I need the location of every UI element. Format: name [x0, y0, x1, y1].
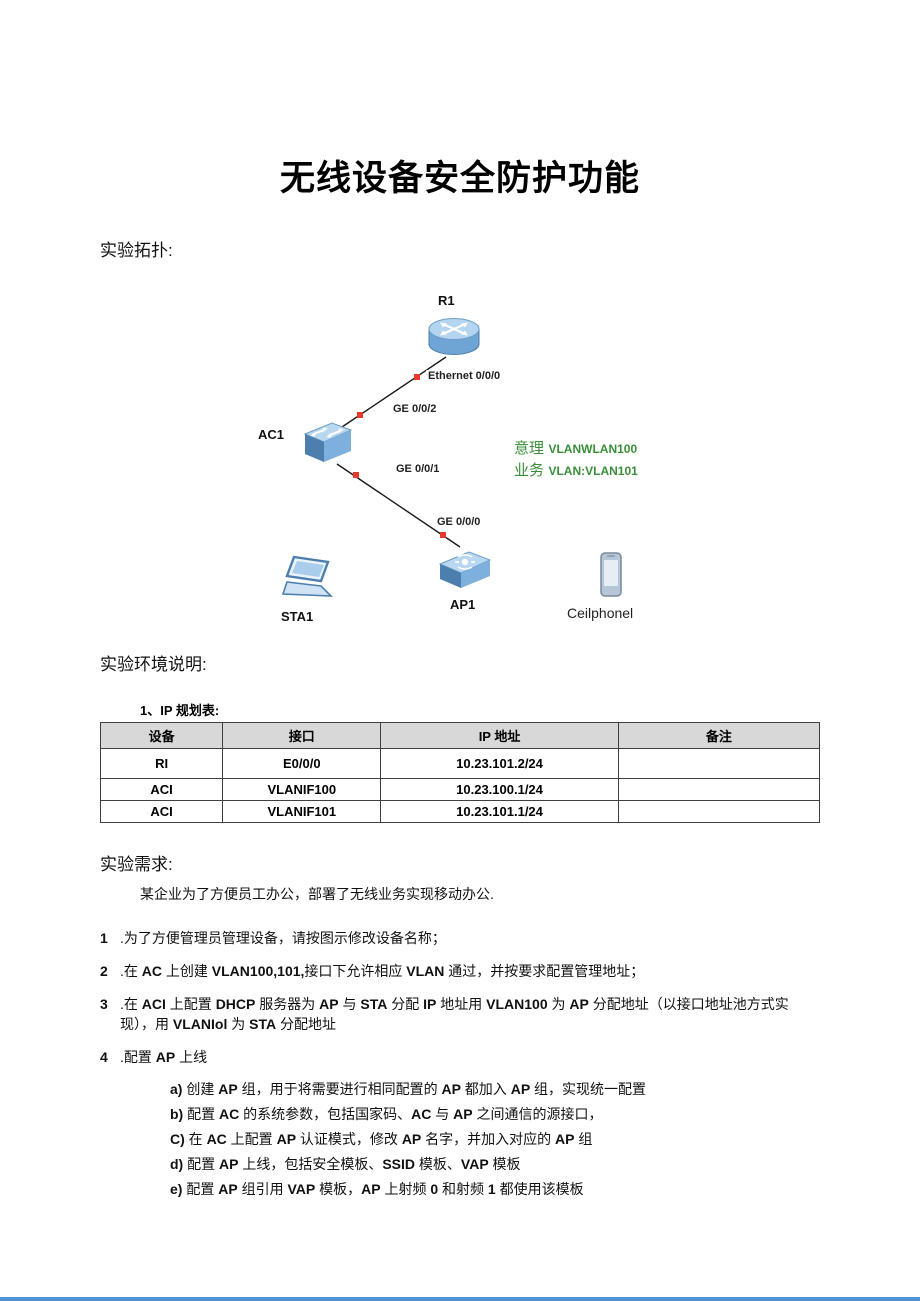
cell-device: RI	[99, 748, 224, 779]
vlan-note-line1-en: VLANWLAN100	[548, 442, 638, 456]
link-endpoint-dot	[440, 532, 446, 538]
ap-icon	[438, 551, 492, 588]
vlan-note-line2-cn: 业务	[514, 462, 545, 479]
device-label-ap1: AP1	[450, 597, 476, 612]
sta-node	[280, 555, 336, 608]
switch-icon	[303, 422, 353, 462]
requirement-sublist: a) 创建 AP 组，用于将需要进行相同配置的 AP 都加入 AP 组，实现统一…	[170, 1080, 845, 1199]
sta1-label-text: STA1	[281, 609, 314, 624]
requirement-subitem-b: b) 配置 AC 的系统参数，包括国家码、AC 与 AP 之间通信的源接口，	[170, 1106, 603, 1122]
requirement-subitem-c: C) 在 AC 上配置 AP 认证模式，修改 AP 名字，并加入对应的 AP 组	[170, 1131, 593, 1147]
requirements-intro: 某企业为了方便员工办公，部署了无线业务实现移动办公.	[140, 886, 494, 902]
cell-interface: VLANIF101	[222, 800, 382, 823]
port-label-ge-0-0-2: GE 0/0/2	[391, 403, 439, 415]
router-node	[425, 313, 483, 366]
requirement-subitem-d: d) 配置 AP 上线，包括安全模板、SSID 模板、VAP 模板	[170, 1156, 521, 1172]
requirement-text: .配置 AP 上线	[120, 1049, 208, 1065]
table-header-row: 设备 接口 IP 地址 备注	[99, 722, 821, 749]
environment-section-label: 实验环境说明:	[100, 655, 207, 674]
vlan-note-line1-cn: 意理	[514, 440, 545, 457]
ip-plan-table: 设备 接口 IP 地址 备注 RI E0/0/0 10.23.101.2/24 …	[99, 722, 821, 823]
vlan-note-line2: 业务 VLAN:VLAN101	[514, 460, 638, 482]
cell-ip: 10.23.101.1/24	[380, 800, 619, 823]
phone-node	[595, 551, 627, 604]
column-header-ip: IP 地址	[380, 722, 619, 749]
requirement-item-2: 2 .在 AC 上创建 VLAN100,101,接口下允许相应 VLAN 通过，…	[100, 961, 845, 981]
cell-device: ACI	[99, 778, 224, 801]
requirements-block: 某企业为了方便员工办公，部署了无线业务实现移动办公. 1 .为了方便管理员管理设…	[100, 884, 845, 1205]
device-label-sta1: STA1	[281, 609, 313, 624]
cell-remark	[617, 748, 821, 779]
requirement-number: 4	[100, 1049, 108, 1065]
requirement-number: 3	[100, 996, 108, 1012]
cell-ip: 10.23.100.1/24	[380, 778, 619, 801]
device-label-r1: R1	[438, 293, 455, 308]
port-label-ge-0-0-0: GE 0/0/0	[435, 516, 483, 528]
requirement-text: .在 ACI 上配置 DHCP 服务器为 AP 与 STA 分配 IP 地址用 …	[120, 996, 789, 1032]
column-header-device: 设备	[99, 722, 224, 749]
ap-node	[437, 541, 493, 600]
requirement-item-3: 3 .在 ACI 上配置 DHCP 服务器为 AP 与 STA 分配 IP 地址…	[100, 994, 845, 1034]
vlan-note: 意理 VLANWLAN100 业务 VLAN:VLAN101	[514, 438, 638, 482]
laptop-icon	[281, 555, 334, 597]
table-row: ACI VLANIF100 10.23.100.1/24	[99, 778, 821, 801]
vlan-note-line1: 意理 VLANWLAN100	[514, 438, 638, 460]
router-icon	[428, 318, 480, 355]
switch-node	[302, 417, 354, 472]
network-topology-diagram: R1 Ethernet 0/0/0 GE 0/0/2 AC1	[80, 285, 840, 645]
cell-interface: E0/0/0	[222, 748, 382, 779]
requirement-number: 1	[100, 930, 108, 946]
topology-section-label: 实验拓扑:	[100, 241, 173, 260]
link-endpoint-dot	[353, 472, 359, 478]
table-row: ACI VLANIF101 10.23.101.1/24	[99, 800, 821, 823]
cell-remark	[617, 778, 821, 801]
requirement-text: .在 AC 上创建 VLAN100,101,接口下允许相应 VLAN 通过，并按…	[120, 963, 645, 979]
requirement-text: .为了方便管理员管理设备，请按图示修改设备名称；	[120, 930, 446, 946]
port-label-ge-0-0-1: GE 0/0/1	[394, 463, 442, 475]
port-label-ethernet: Ethernet 0/0/0	[426, 370, 503, 382]
requirements-section-label: 实验需求:	[100, 855, 173, 874]
cell-device: ACI	[99, 800, 224, 823]
device-label-cellphone: Ceilphonel	[567, 605, 634, 621]
link-endpoint-dot	[414, 374, 420, 380]
ip-table-caption: 1、IP 规划表:	[140, 703, 220, 718]
requirement-subitem-a: a) 创建 AP 组，用于将需要进行相同配置的 AP 都加入 AP 组，实现统一…	[170, 1081, 647, 1097]
cell-remark	[617, 800, 821, 823]
requirement-item-4: 4 .配置 AP 上线	[100, 1047, 845, 1067]
column-header-interface: 接口	[222, 722, 382, 749]
requirement-subitem-e: e) 配置 AP 组引用 VAP 模板，AP 上射频 0 和射频 1 都使用该模…	[170, 1181, 584, 1197]
link-endpoint-dots	[353, 374, 446, 538]
table-row: RI E0/0/0 10.23.101.2/24	[99, 748, 821, 779]
cell-ip: 10.23.101.2/24	[380, 748, 619, 779]
page-bottom-border	[0, 1297, 920, 1301]
requirement-item-1: 1 .为了方便管理员管理设备，请按图示修改设备名称；	[100, 928, 845, 948]
column-header-remark: 备注	[617, 722, 821, 749]
topology-links	[336, 356, 461, 548]
document-title: 无线设备安全防护功能	[279, 159, 640, 198]
cell-interface: VLANIF100	[222, 778, 382, 801]
link-endpoint-dot	[357, 412, 363, 418]
requirement-number: 2	[100, 963, 108, 979]
vlan-note-line2-en: VLAN:VLAN101	[548, 464, 638, 478]
device-label-ac1: AC1	[258, 427, 285, 442]
phone-icon	[600, 552, 622, 597]
